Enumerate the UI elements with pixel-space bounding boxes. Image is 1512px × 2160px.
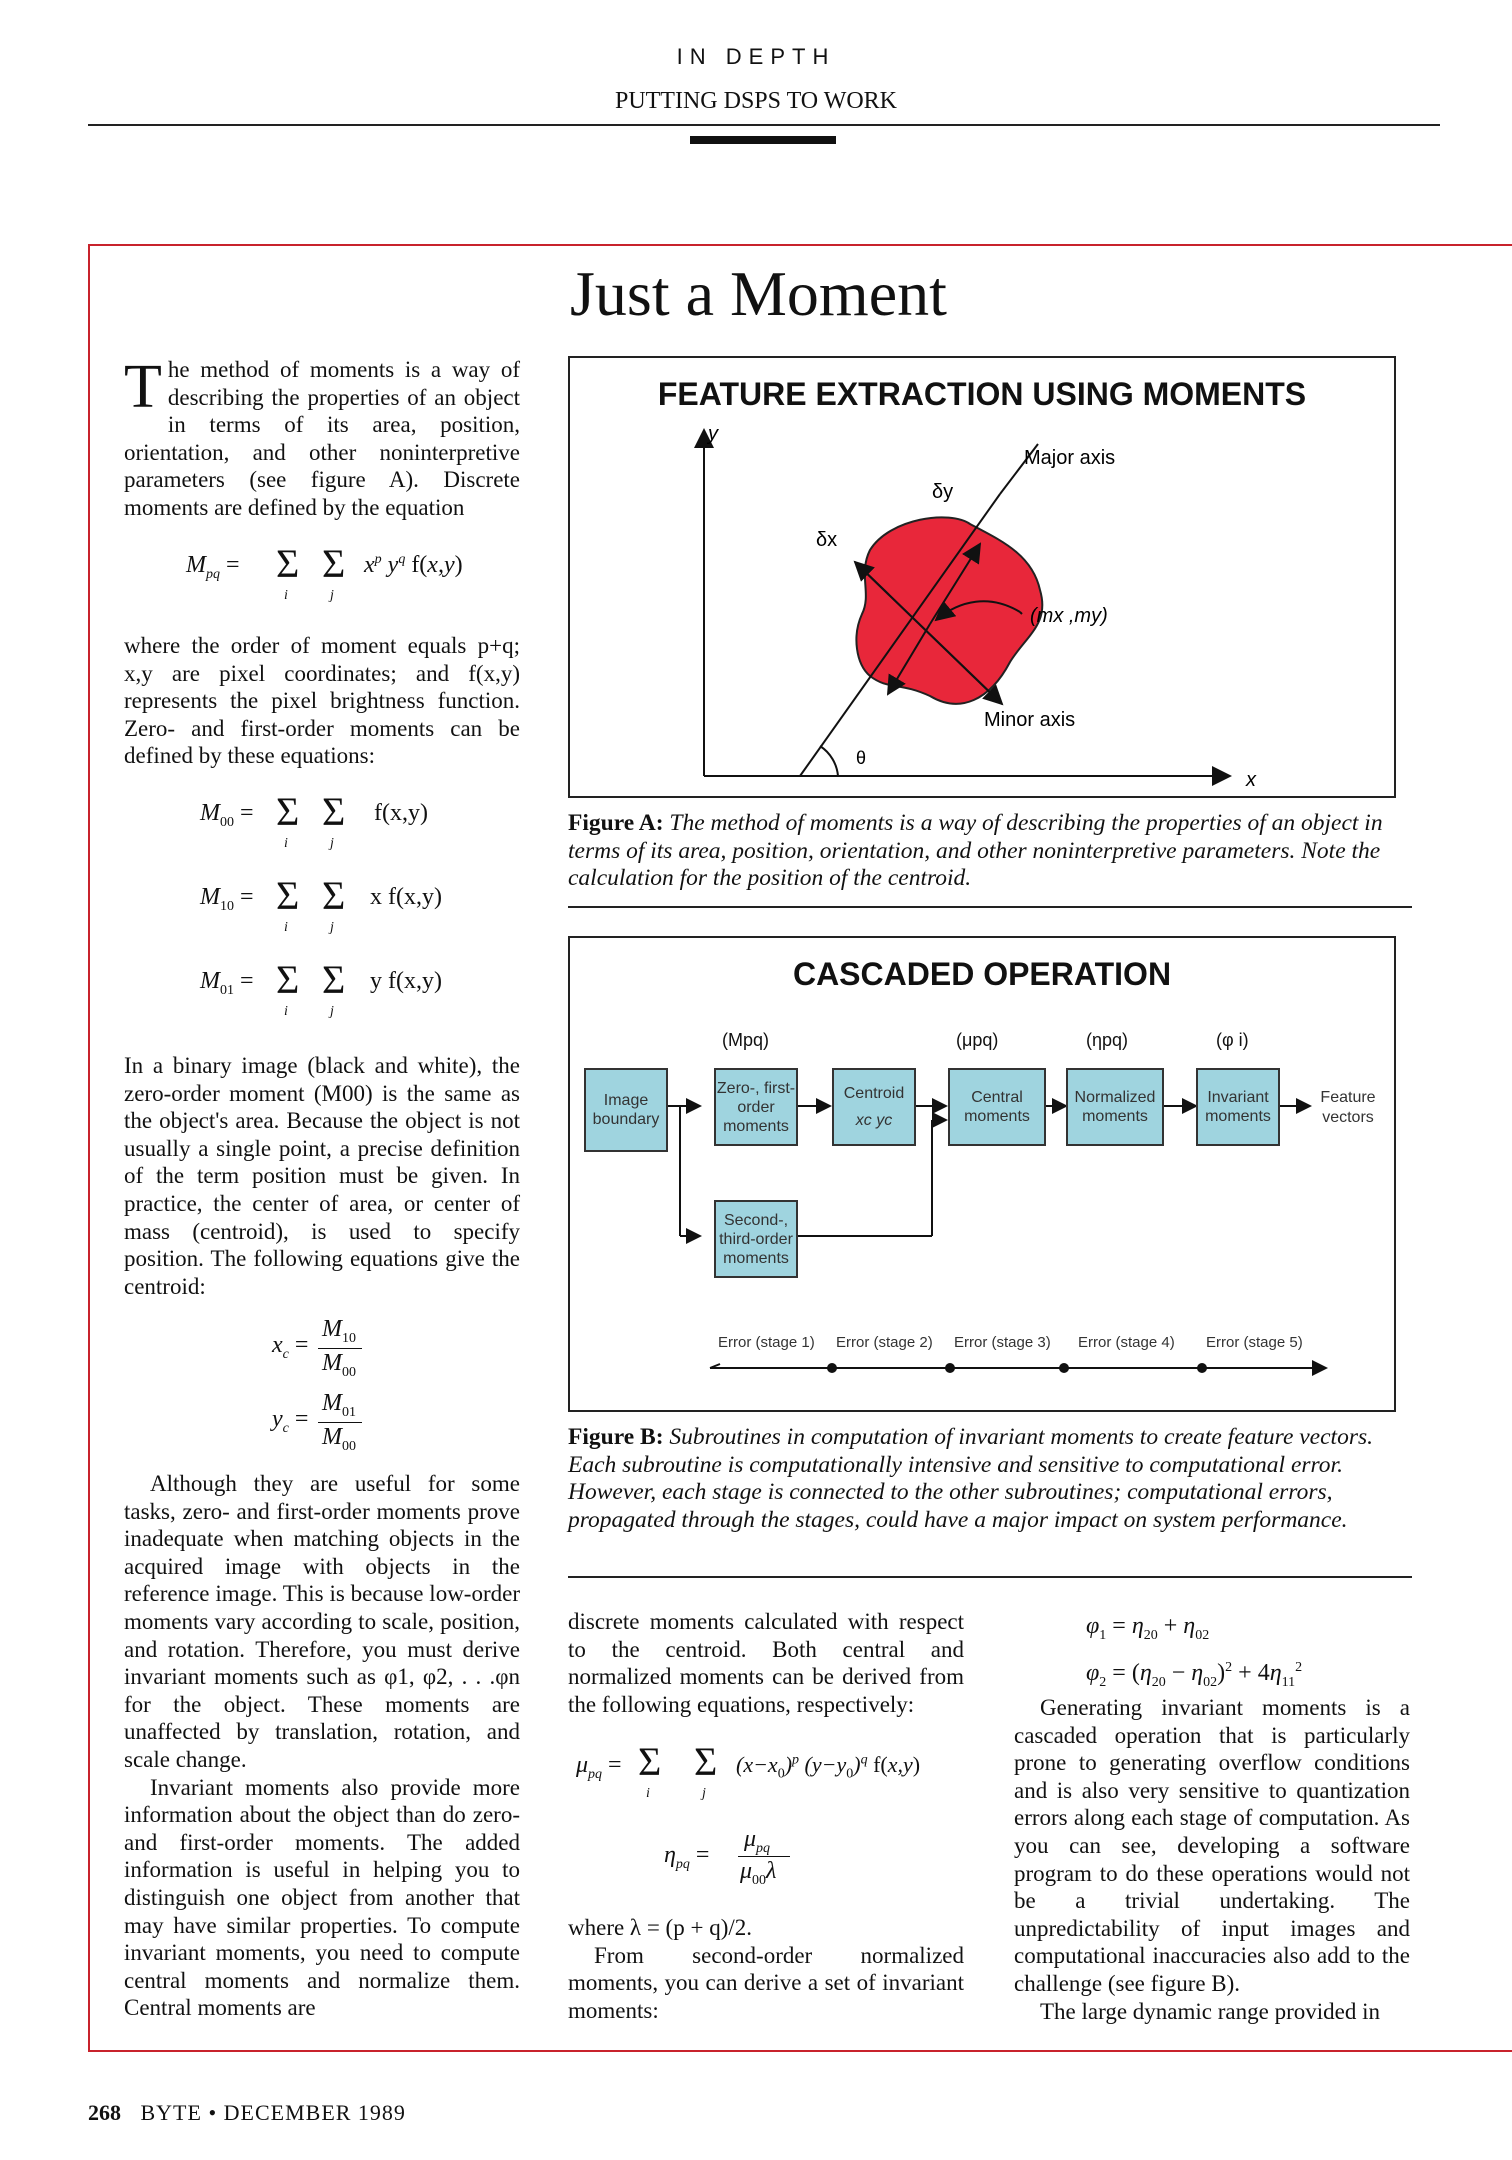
label-phi: (φ i) [1216,1030,1249,1050]
binary-paragraph: In a binary image (black and white), the… [124,1052,520,1300]
figure-a-label: Figure A: [568,810,664,836]
kicker: IN DEPTH [676,44,836,69]
delta-x-label: δx [816,529,837,551]
label-etapq: (ηpq) [1086,1030,1129,1050]
figure-b-caption: Figure B: Subroutines in computation of … [568,1424,1414,1534]
centroid-pointer [934,600,1021,622]
equation-m01: M01 = Σ i Σ j y f(x,y) [200,957,442,1020]
error-marker [1197,1363,1207,1373]
x-label: x [1245,769,1257,791]
figure-a-caption: Figure A: The method of moments is a way… [568,810,1398,893]
second-order-text: From second-order normalized moments, yo… [568,1942,964,2023]
figure-b-box: CASCADED OPERATION (Mpq) [568,936,1396,1412]
minor-axis-label: Minor axis [984,709,1075,731]
although-text: Although they are useful for some tasks,… [124,1471,520,1772]
theta-label: θ [856,748,866,768]
figure-a-title: FEATURE EXTRACTION USING MOMENTS [657,376,1307,412]
although-paragraph: Although they are useful for some tasks,… [124,1470,520,2022]
large-range-text: The large dynamic range provided in [1040,1998,1380,2024]
magazine-issue: BYTE • DECEMBER 1989 [140,2100,406,2125]
figure-b-title: CASCADED OPERATION [792,956,1172,992]
page-number: 268 [88,2100,121,2125]
drop-cap: T [124,353,162,421]
figure-a-box: FEATURE EXTRACTION USING MOMENTS y x Maj… [568,356,1396,798]
centroid-block-sub: xc yc [855,1112,893,1129]
error-stage-4: Error (stage 4) [1078,1334,1175,1351]
feature-diagram: y x Major axis Minor axis δx δy (mx ,my)… [694,423,1257,791]
block-normalized: Normalized moments [1066,1068,1164,1146]
y-label: y [706,423,719,445]
error-stage-1: Error (stage 1) [718,1334,815,1351]
header-bar [690,136,836,144]
header-rule [88,124,1440,126]
article-title: Just a Moment [570,258,947,329]
label-mpq: (Mpq) [722,1030,770,1050]
discrete-text: discrete moments calculated with respect… [568,1609,964,1717]
equation-yc: yc = M01 M00 [272,1390,412,1454]
error-marker [945,1363,955,1373]
equation-mu: μpq = Σ i Σ j (x−x0)p (y−y0)q f(x,y) [576,1739,921,1802]
sidebar-frame-top [88,244,1512,246]
block-centroid: Centroid xc yc [832,1068,916,1146]
theta-arc [819,745,839,777]
figure-a-caption-text: The method of moments is a way of descri… [568,810,1383,892]
error-stage-2: Error (stage 2) [836,1334,933,1351]
block-central: Central moments [948,1068,1046,1146]
label-mupq: (μpq) [956,1030,999,1050]
section-title: PUTTING DSPS TO WORK [614,88,898,114]
figure-b-rule [568,1576,1412,1578]
block-invariant: Invariant moments [1196,1068,1280,1146]
page-footer: 268 BYTE • DECEMBER 1989 [88,2100,406,2126]
lambda-text: where λ = (p + q)/2. [568,1915,752,1940]
intro-text: he method of moments is a way of describ… [124,357,520,520]
equation-xc: xc = M10 M00 [272,1316,412,1380]
delta-y-label: δy [932,481,953,503]
figure-a-rule [568,906,1412,908]
block-image-boundary: Image boundary [584,1068,668,1152]
figure-b-label: Figure B: [568,1424,664,1450]
figure-b-caption-text: Subroutines in computation of invariant … [568,1424,1373,1533]
major-axis-label: Major axis [1024,447,1115,469]
error-stage-3: Error (stage 3) [954,1334,1051,1351]
sidebar-frame-left [88,244,90,2052]
cascade-diagram [666,1098,1328,1376]
block-second-third: Second-, third-order moments [714,1200,798,1278]
major-axis-line [799,493,1001,777]
centroid-block-label: Centroid [843,1085,905,1102]
feature-vectors-label: Feature vectors [1320,1089,1376,1126]
order-text: where the order of moment equals p+q; x,… [124,633,520,769]
lambda-paragraph: where λ = (p + q)/2. From second-order n… [568,1914,964,2024]
order-paragraph: where the order of moment equals p+q; x,… [124,632,520,770]
equation-m10: M10 = Σ i Σ j x f(x,y) [200,873,442,936]
error-marker [1059,1363,1069,1373]
block-zero-first: Zero-, first-order moments [714,1068,798,1146]
equation-eta: ηpq = μpq μ00λ [664,1826,804,1890]
generating-paragraph: Generating invariant moments is a cascad… [1014,1694,1410,2025]
error-marker [827,1363,837,1373]
discrete-paragraph: discrete moments calculated with respect… [568,1608,964,1718]
centroid-label: (mx ,my) [1030,605,1108,627]
generating-text: Generating invariant moments is a cascad… [1014,1695,1410,1996]
binary-text: In a binary image (black and white), the… [124,1053,520,1299]
sidebar-frame-bottom [88,2050,1512,2052]
equation-m00: M00 = Σ i Σ j f(x,y) [200,789,428,852]
equation-phi: φ1 = η20 + η02 φ2 = (η20 − η02)2 + 4η112 [1086,1613,1303,1690]
invariant-text: Invariant moments also provide more info… [124,1774,520,2021]
error-stage-5: Error (stage 5) [1206,1334,1303,1351]
equation-mpq: Mpq = Σ i Σ j xp yq f(x,y) [186,541,463,604]
